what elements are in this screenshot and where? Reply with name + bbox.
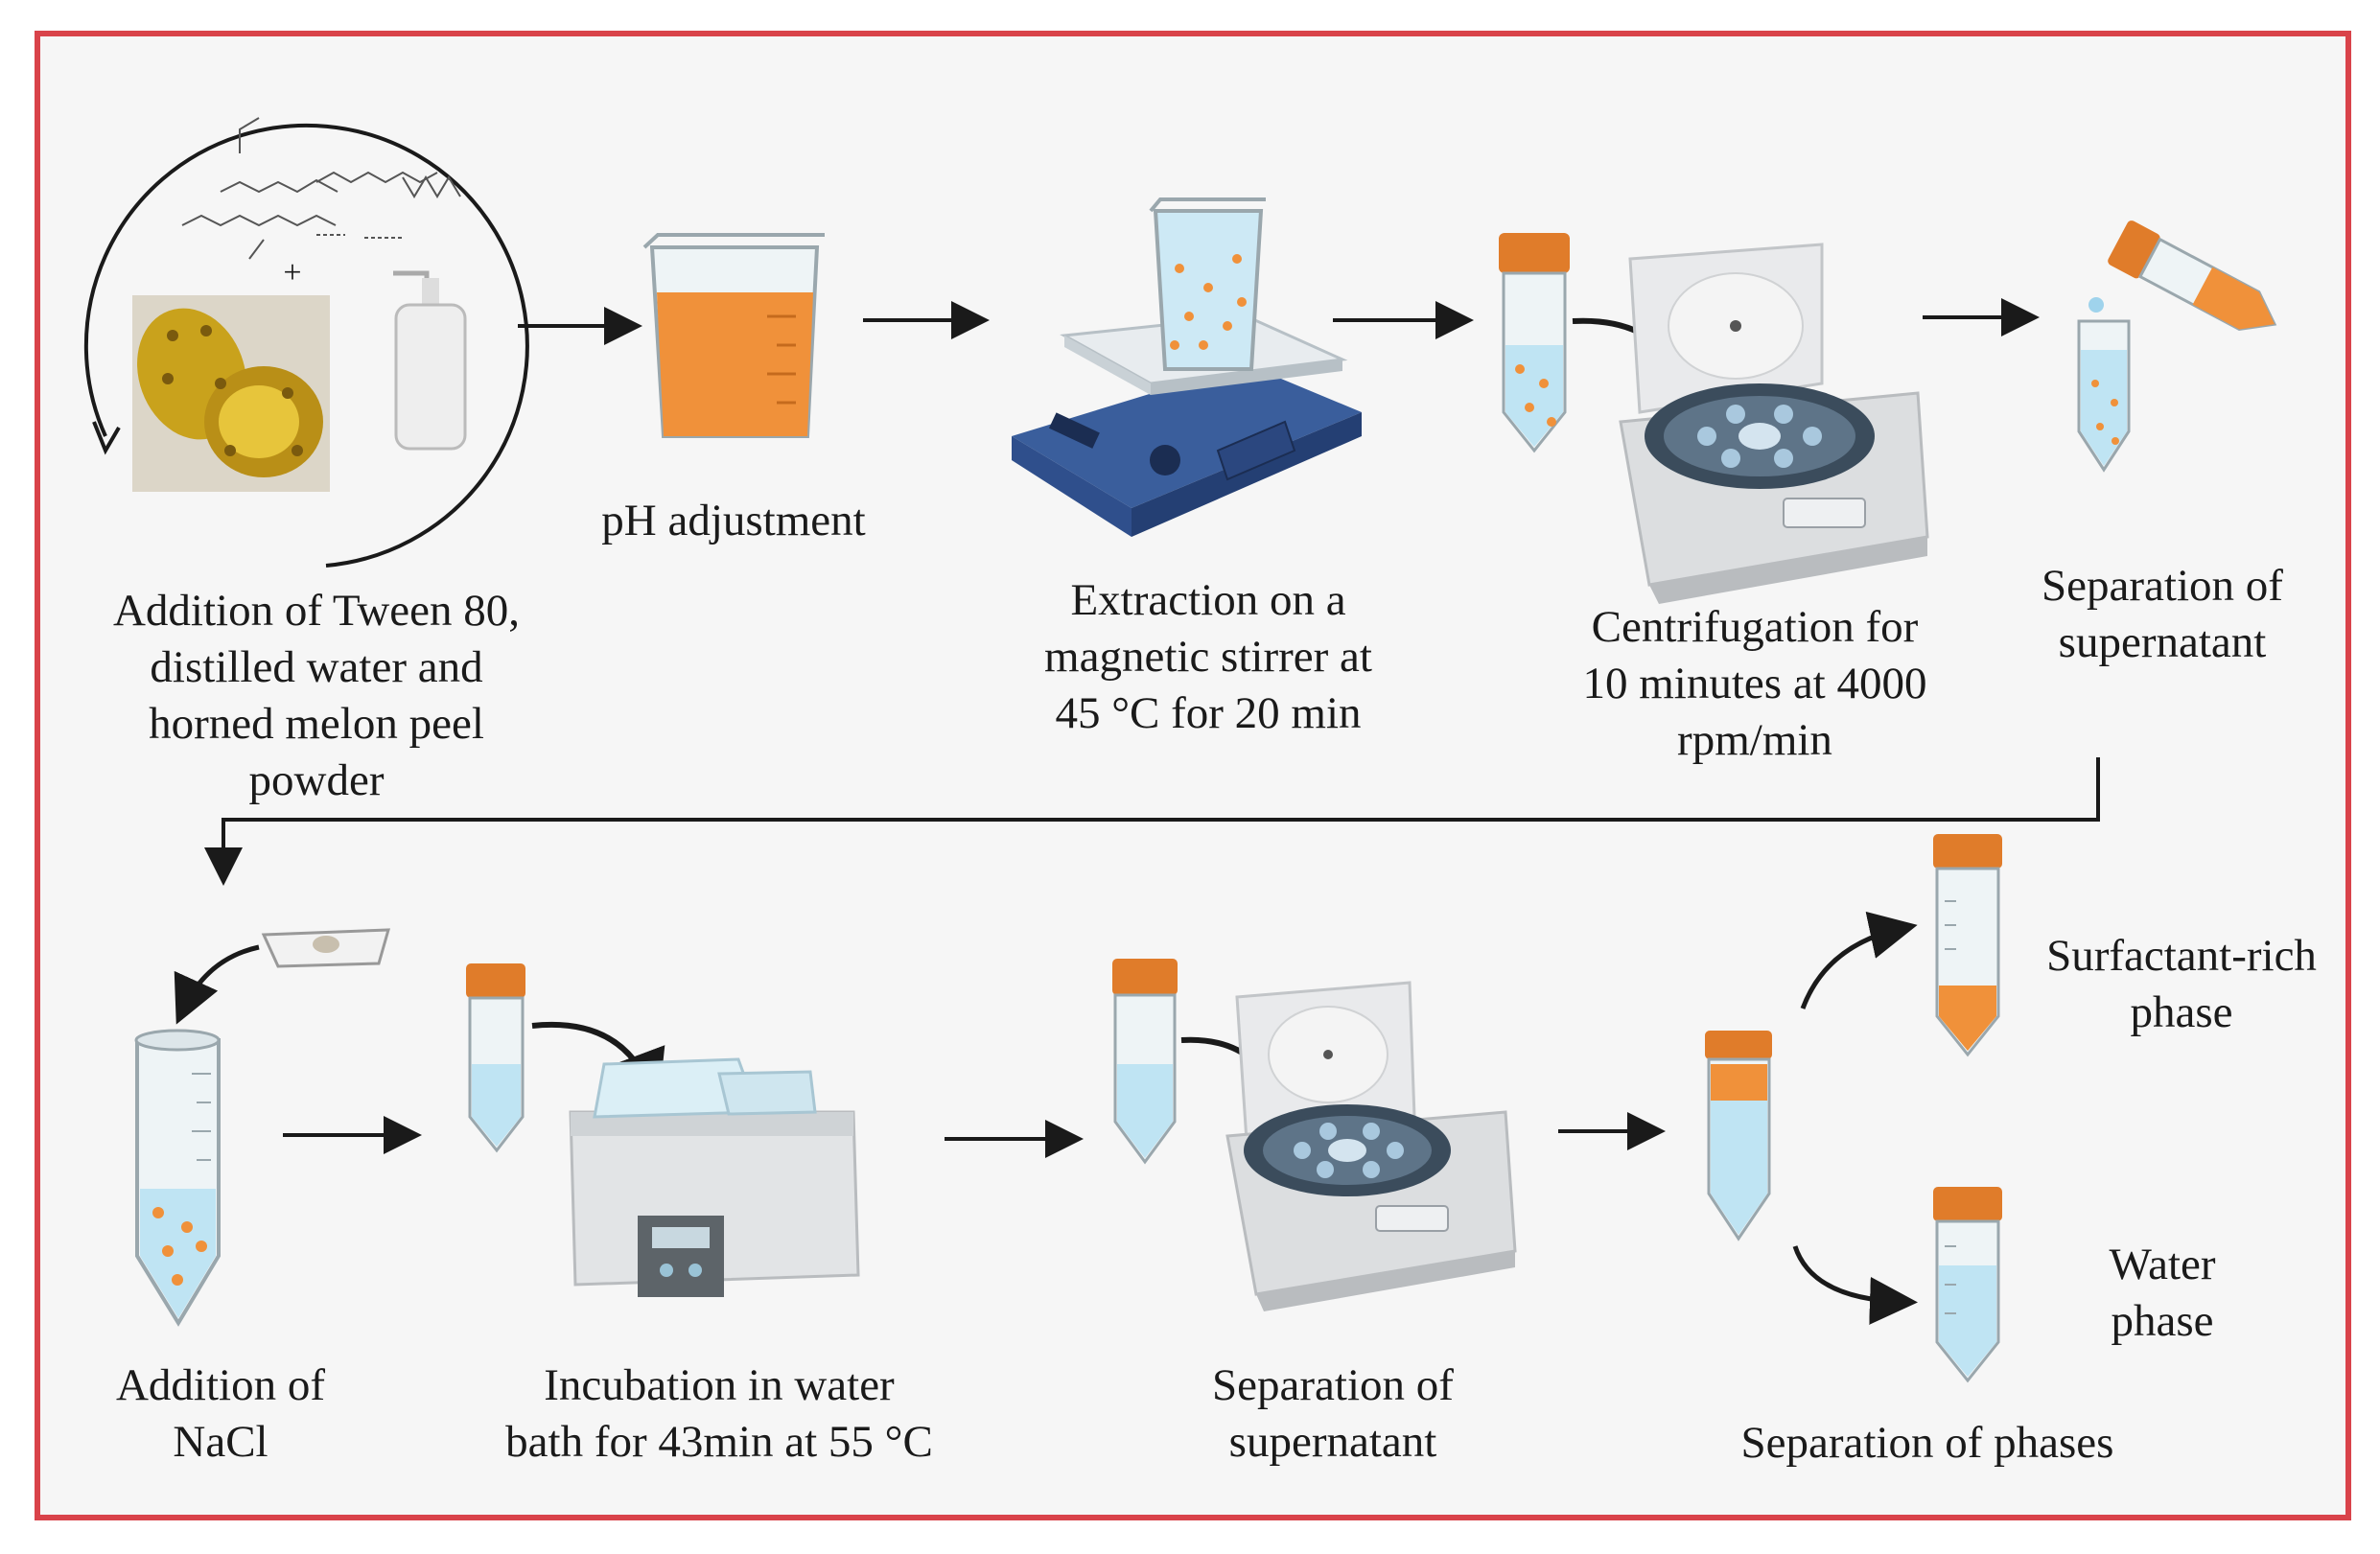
falcon-tube-nacl-icon — [134, 1029, 221, 1327]
label-addition: Addition of Tween 80, distilled water an… — [58, 583, 575, 809]
label-centrifugation: Centrifugation for 10 minutes at 4000 rp… — [1534, 599, 1975, 769]
falcon-tube-icon-3 — [466, 963, 525, 1153]
label-line: Centrifugation for — [1591, 602, 1919, 652]
label-separation-bottom: Separation of supernatant — [1151, 1357, 1515, 1471]
label-line: pH adjustment — [601, 496, 866, 545]
label-line: phase — [2111, 1296, 2214, 1346]
nacl-dish-icon — [261, 928, 391, 968]
water-phase-tube-icon — [1933, 1187, 2002, 1383]
label-line: Extraction on a — [1070, 575, 1346, 625]
wash-bottle-icon — [393, 270, 467, 451]
label-line: 10 minutes at 4000 — [1582, 659, 1927, 708]
pouring-tube-icon — [2088, 220, 2277, 332]
label-ph-adjustment: pH adjustment — [556, 493, 911, 549]
label-line: bath for 43min at 55 °C — [505, 1417, 933, 1467]
label-line: NaCl — [173, 1417, 268, 1467]
phase-arrow-down — [1792, 1245, 1918, 1325]
label-separation-top: Separation of supernatant — [1975, 558, 2349, 671]
label-line: phase — [2130, 987, 2233, 1037]
falcon-tube-icon-4 — [1112, 959, 1178, 1165]
label-nacl: Addition of NaCl — [58, 1357, 384, 1471]
water-bath-icon — [569, 1057, 860, 1297]
label-extraction: Extraction on a magnetic stirrer at 45 °… — [988, 572, 1429, 742]
addition-circle-icon — [83, 123, 529, 568]
label-line: Surfactant-rich — [2046, 931, 2317, 981]
stirring-beaker-icon — [1149, 197, 1266, 371]
centrifuge-icon-1 — [1619, 243, 1929, 604]
beaker-icon — [642, 233, 825, 438]
label-line: horned melon peel — [149, 699, 484, 749]
label-line: magnetic stirrer at — [1044, 632, 1372, 682]
nacl-arrow — [174, 944, 260, 1025]
label-line: 45 °C for 20 min — [1055, 688, 1362, 738]
label-incubation: Incubation in water bath for 43min at 55… — [451, 1357, 988, 1471]
horned-melon-photo-icon — [132, 295, 330, 492]
label-line: Separation of — [1212, 1360, 1454, 1410]
row-connector-arrow — [204, 757, 2100, 886]
falcon-tube-phases-icon — [1705, 1031, 1772, 1241]
tween80-molecule-icon — [181, 117, 461, 260]
label-line: distilled water and — [150, 642, 483, 692]
surfactant-rich-tube-icon — [1933, 834, 2002, 1057]
label-separation-of-phases: Separation of phases — [1668, 1415, 2186, 1472]
label-surfactant-rich-phase: Surfactant-rich phase — [2014, 928, 2349, 1041]
label-line: Incubation in water — [544, 1360, 895, 1410]
label-line: supernatant — [1228, 1417, 1437, 1467]
falcon-tube-icon-1 — [1499, 233, 1570, 453]
label-line: rpm/min — [1677, 715, 1832, 765]
centrifuge-icon-2 — [1225, 981, 1517, 1311]
phase-arrow-up — [1800, 911, 1918, 1009]
label-line: Addition of — [115, 1360, 326, 1410]
label-line: supernatant — [2058, 617, 2267, 667]
label-line: powder — [248, 755, 385, 805]
label-line: Water — [2109, 1240, 2216, 1289]
label-line: Separation of — [2042, 561, 2283, 611]
label-line: Separation of phases — [1740, 1418, 2114, 1468]
label-line: Addition of Tween 80, — [112, 586, 520, 636]
label-water-phase: Water phase — [2042, 1237, 2282, 1350]
plus-sign: + — [283, 255, 301, 290]
falcon-tube-icon-2 — [2077, 319, 2131, 473]
